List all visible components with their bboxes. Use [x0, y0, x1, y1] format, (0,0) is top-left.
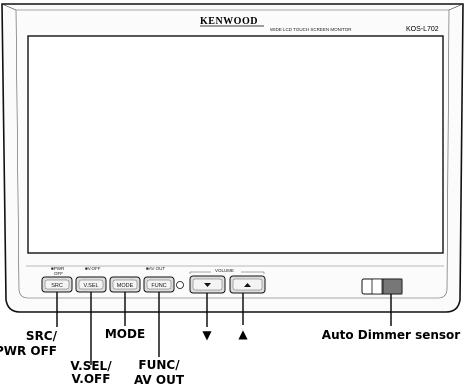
- model-number: KOS-L702: [406, 26, 439, 33]
- volume-bracket-right: [241, 271, 265, 274]
- func-button-label: FUNC: [151, 283, 166, 289]
- down-arrow-label: ▼: [202, 328, 212, 342]
- volume-up-button[interactable]: [229, 275, 266, 294]
- mode-callout-label: MODE: [105, 327, 145, 341]
- volume-bracket-left: [189, 271, 211, 274]
- lcd-screen[interactable]: [27, 35, 444, 254]
- bevel-line: [1, 3, 17, 11]
- up-arrow-label: ▲: [238, 327, 248, 341]
- av-out-label: ■AV OUT: [146, 266, 165, 271]
- vsel-callout-label: V.SEL/: [70, 359, 112, 373]
- housing-bevel: [15, 9, 450, 299]
- volume-label: VOLUME: [215, 268, 234, 273]
- auto-dimmer-sensor: [361, 278, 403, 295]
- pwr-off-label: ■PWR: [51, 266, 65, 271]
- v-off-label: ■V.OFF: [85, 266, 101, 271]
- bevel-line: [448, 3, 464, 11]
- sensor-callout-label: Auto Dimmer sensor: [322, 328, 461, 342]
- src-callout-label-2: PWR OFF: [0, 344, 57, 358]
- mode-button-label: MODE: [117, 283, 134, 289]
- vsel-button-label: V.SEL: [83, 283, 98, 289]
- volume-down-icon: [204, 283, 211, 287]
- src-callout-label: SRC/: [26, 329, 58, 343]
- vsel-callout-label-2: V.OFF: [72, 372, 111, 386]
- vsel-button[interactable]: V.SEL: [75, 276, 107, 293]
- off-label: OFF: [54, 271, 63, 276]
- brand-logo: KENWOOD: [200, 16, 258, 27]
- volume-up-icon: [244, 283, 251, 287]
- indicator-led: [176, 281, 184, 289]
- mode-button[interactable]: MODE: [109, 276, 141, 293]
- func-callout-label: FUNC/: [138, 358, 180, 372]
- src-button-label: SRC: [51, 283, 63, 289]
- volume-down-button[interactable]: [189, 275, 226, 294]
- product-line-text: WIDE LCD TOUCH SCREEN MONITOR: [270, 27, 352, 32]
- src-button[interactable]: SRC: [41, 276, 73, 293]
- func-button[interactable]: FUNC: [143, 276, 175, 293]
- func-callout-label-2: AV OUT: [134, 373, 185, 386]
